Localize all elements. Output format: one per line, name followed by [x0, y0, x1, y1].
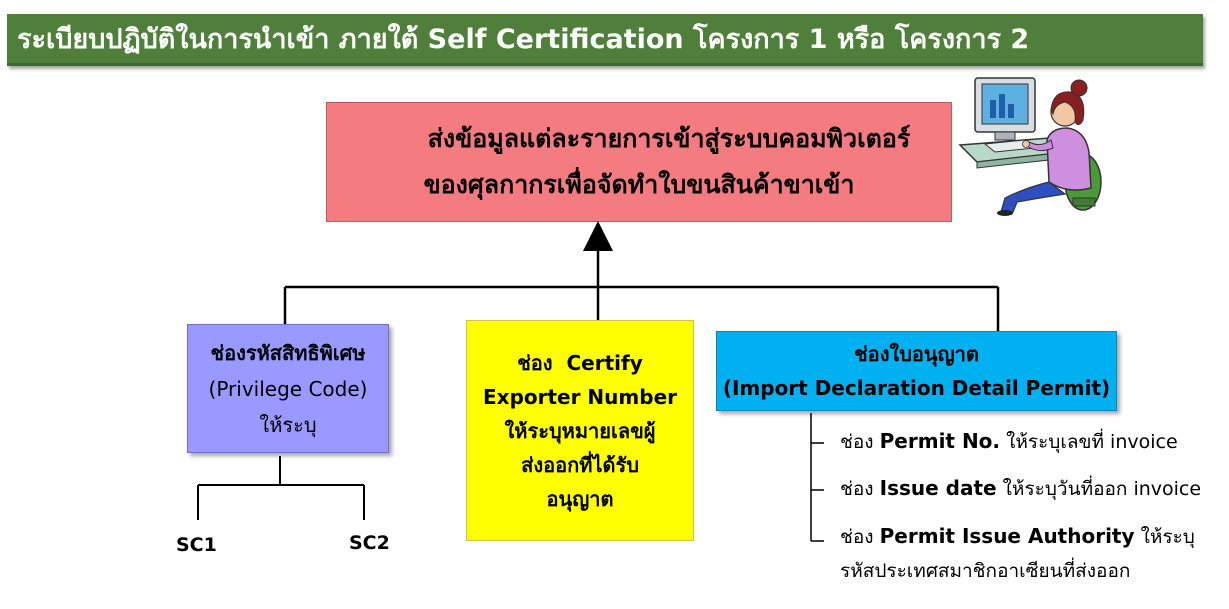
privilege-line3: ให้ระบุ: [259, 412, 317, 437]
certify-line4: ส่งออกที่ได้รับ: [521, 452, 639, 477]
woman-computer-icon: [958, 77, 1102, 216]
import-permit-box: ช่องใบอนุญาต (Import Declaration Detail …: [716, 331, 1117, 411]
detail-3-prefix: ช่อง: [840, 526, 874, 548]
permit-detail-2: ช่อง Issue date ให้ระบุวันที่ออก invoice: [840, 474, 1201, 504]
detail-1-field: Permit No.: [879, 429, 1001, 453]
certify-line1: ช่อง Certify: [517, 350, 643, 375]
permit-line1: ช่องใบอนุญาต: [854, 342, 979, 366]
detail-2-suffix: ให้ระบุวันที่ออก invoice: [1002, 478, 1202, 500]
sc1-label: SC1: [176, 534, 217, 556]
detail-1-prefix: ช่อง: [840, 431, 874, 453]
detail-3-field: Permit Issue Authority: [879, 524, 1135, 548]
detail-3-suffix: ให้ระบุ: [1140, 526, 1195, 548]
sc2-label: SC2: [349, 532, 390, 554]
certify-exporter-box: ช่อง Certify Exporter Number ให้ระบุหมาย…: [466, 320, 694, 541]
submit-data-box: ส่งข้อมูลแต่ละรายการเข้าสู่ระบบคอมพิวเตอ…: [326, 102, 952, 222]
privilege-line2: (Privilege Code): [208, 376, 368, 401]
page-title: ระเบียบปฏิบัติในการนำเข้า ภายใต้ Self Ce…: [7, 14, 1203, 66]
certify-line3: ให้ระบุหมายเลขผู้: [504, 418, 656, 443]
submit-data-line2: ของศุลกากรเพื่อจัดทำใบขนสินค้าขาเข้า: [423, 170, 855, 199]
permit-detail-1: ช่อง Permit No. ให้ระบุเลขที่ invoice: [840, 427, 1178, 457]
privilege-code-box: ช่องรหัสสิทธิพิเศษ (Privilege Code) ให้ร…: [187, 324, 389, 453]
certify-line5: อนุญาต: [546, 486, 614, 511]
permit-detail-3-line2: รหัสประเทศสมาชิกอาเซียนที่ส่งออก: [840, 560, 1131, 582]
permit-line2: (Import Declaration Detail Permit): [722, 376, 1111, 400]
privilege-line1: ช่องรหัสสิทธิพิเศษ: [210, 340, 366, 365]
detail-2-field: Issue date: [879, 476, 997, 500]
permit-detail-3: ช่อง Permit Issue Authority ให้ระบุ: [840, 522, 1195, 552]
detail-2-prefix: ช่อง: [840, 478, 874, 500]
submit-data-line1: ส่งข้อมูลแต่ละรายการเข้าสู่ระบบคอมพิวเตอ…: [427, 124, 911, 153]
detail-1-suffix: ให้ระบุเลขที่ invoice: [1006, 431, 1178, 453]
certify-line2: Exporter Number: [483, 384, 677, 409]
